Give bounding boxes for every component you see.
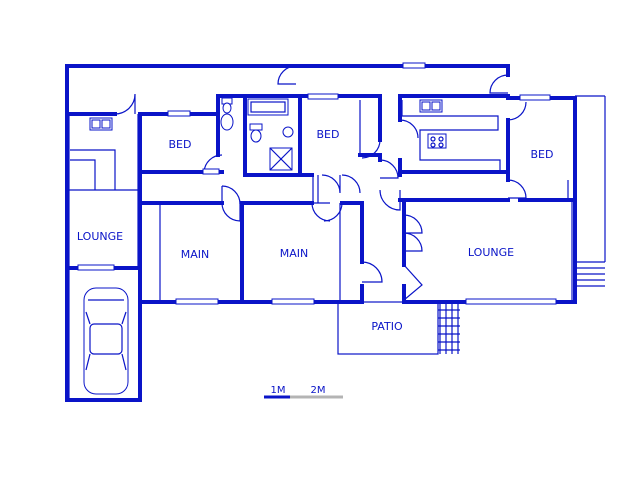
room-label-main-left: MAIN [181, 248, 210, 261]
scale-label-2m: 2M [311, 385, 326, 396]
basin-icon [220, 113, 234, 131]
garage [68, 268, 129, 398]
sink-icon [89, 117, 113, 131]
room-label-main-right: MAIN [280, 247, 309, 260]
toilet-icon [249, 123, 263, 143]
room-label-patio: PATIO [371, 320, 403, 333]
interior-walls [65, 94, 577, 304]
room-label-lounge-right: LOUNGE [468, 246, 514, 259]
exterior-walls [65, 64, 577, 402]
scale-bar: 1M 2M [264, 385, 343, 399]
scale-label-1m: 1M [271, 385, 286, 396]
car-icon [83, 287, 129, 395]
bathtub-icon [247, 98, 289, 116]
room-label-bed-center: BED [317, 128, 340, 141]
room-label-bed-right: BED [531, 148, 554, 161]
room-label-bed-left: BED [169, 138, 192, 151]
room-labels: LOUNGE BED BED BED MAIN MAIN LOUNGE PATI… [77, 128, 554, 333]
kitchen-sink-icon [419, 99, 443, 113]
shower-icon [269, 147, 293, 171]
windows [77, 62, 557, 305]
doors [114, 65, 527, 301]
thin-details [66, 72, 606, 355]
kitchen-counter [401, 100, 501, 170]
toilet-icon [221, 97, 233, 114]
room-label-lounge-left: LOUNGE [77, 230, 123, 243]
basin-icon [282, 126, 294, 138]
